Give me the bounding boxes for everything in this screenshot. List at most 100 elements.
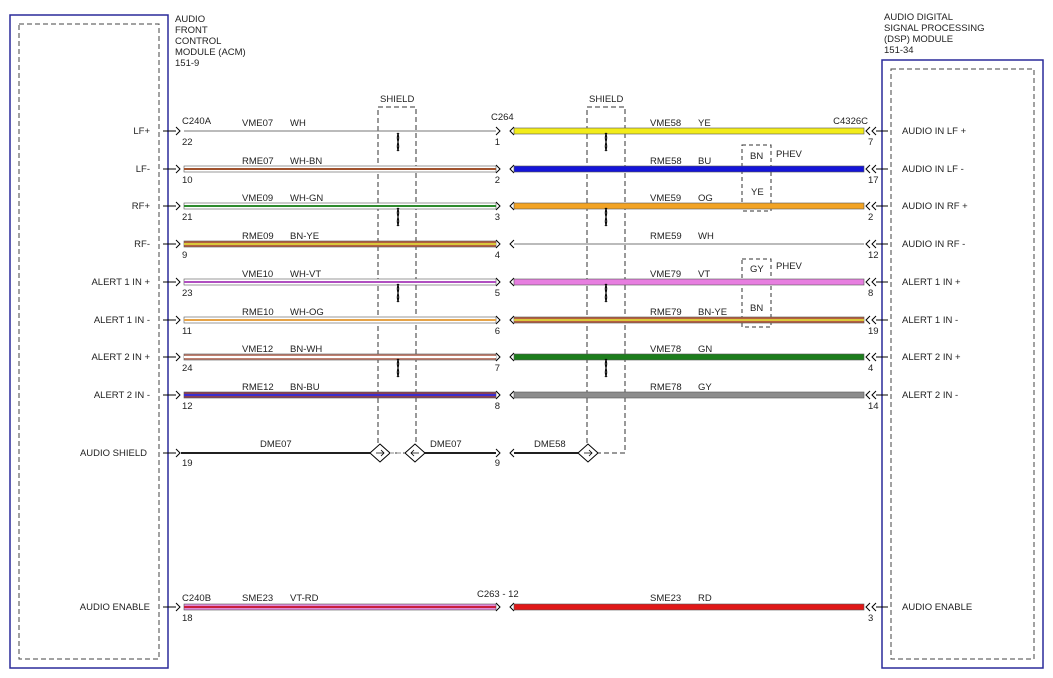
right-circuit-id: VME79: [650, 269, 681, 280]
left-connector-arrow: [175, 277, 181, 287]
enable-right-circuit: SME23: [650, 593, 681, 604]
left-pin-number: 23: [182, 288, 193, 299]
right-wire-color: GN: [698, 344, 712, 355]
right-connector-arrow-2: [871, 201, 877, 211]
shield-inline-pin: 9: [495, 458, 500, 469]
twist-left-b: [396, 283, 400, 303]
left-pin-label: ALERT 2 IN -: [94, 390, 150, 401]
phev-box-2-label: PHEV: [776, 261, 803, 272]
right-module-title-2: SIGNAL PROCESSING: [884, 23, 984, 34]
left-wire-color: WH: [290, 118, 306, 129]
right-wire: [513, 202, 865, 210]
right-wire-color: BU: [698, 156, 711, 167]
left-wire-stripe: [184, 319, 496, 321]
left-wire-color: WH-VT: [290, 269, 321, 280]
left-pin-number: 10: [182, 175, 193, 186]
left-circuit-id: VME12: [242, 344, 273, 355]
left-circuit-id: RME09: [242, 231, 274, 242]
left-circuit-id: VME10: [242, 269, 273, 280]
inline-arrow-left: [495, 352, 501, 362]
left-connector-arrow: [175, 352, 181, 362]
right-connector-arrow-2: [871, 390, 877, 400]
left-circuit-id: RME10: [242, 307, 274, 318]
right-module: AUDIO DIGITAL SIGNAL PROCESSING (DSP) MO…: [833, 12, 1044, 669]
right-connector-label: C4326C: [833, 116, 868, 127]
right-connector-arrow: [865, 352, 871, 362]
shield-left-label: SHIELD: [380, 94, 414, 105]
inline-arrow-left: [495, 201, 501, 211]
right-pin-label: ALERT 1 IN -: [902, 315, 958, 326]
twist-right-b: [604, 207, 608, 227]
left-module-title-5: 151-9: [175, 58, 199, 69]
inline-arrow-left: [495, 126, 501, 136]
right-circuit-id: VME59: [650, 193, 681, 204]
left-wire-stripe: [184, 205, 496, 207]
left-pin-number: 24: [182, 363, 193, 374]
twist-left-b: [396, 132, 400, 152]
inline-arrow-right: [509, 315, 515, 325]
inline-pin-number: 5: [495, 288, 500, 299]
phev-box-1-code-1: BN: [750, 151, 763, 162]
phev-box-1-code-2: YE: [751, 187, 764, 198]
left-wire-stripe: [184, 356, 496, 358]
right-connector-arrow: [865, 201, 871, 211]
left-connector-bottom: C240B: [182, 593, 211, 604]
enable-circuit: AUDIO ENABLE 18 SME23 VT-RD SME23 RD 3 A…: [80, 593, 972, 624]
twist-right-b: [604, 283, 608, 303]
right-wire-color: WH: [698, 231, 714, 242]
left-connector-arrow: [175, 315, 181, 325]
right-pin-number: 17: [868, 175, 879, 186]
shield-pin-label: AUDIO SHIELD: [80, 448, 147, 459]
right-connector-arrow: [865, 126, 871, 136]
inline-arrow-right: [509, 390, 515, 400]
left-connector-arrow: [175, 201, 181, 211]
left-connector-arrow: [175, 390, 181, 400]
right-wire-color: YE: [698, 118, 711, 129]
left-connector-top: C240A: [182, 116, 212, 127]
enable-left-pin: 18: [182, 613, 193, 624]
enable-right-pin: 3: [868, 613, 873, 624]
left-pin-label: ALERT 1 IN -: [94, 315, 150, 326]
right-pin-number: 19: [868, 326, 879, 337]
inline-pin-number: 4: [495, 250, 500, 261]
twist-right-b: [604, 132, 608, 152]
right-connector-arrow: [865, 390, 871, 400]
left-wire-stripe: [184, 168, 496, 170]
shield-left: SHIELD: [377, 94, 417, 454]
right-circuit-id: VME78: [650, 344, 681, 355]
enable-right-pin-label: AUDIO ENABLE: [902, 602, 972, 613]
left-pin-number: 12: [182, 401, 193, 412]
right-connector-arrow: [865, 315, 871, 325]
right-circuit-id: RME79: [650, 307, 682, 318]
right-module-title-4: 151-34: [884, 45, 914, 56]
left-pin-number: 22: [182, 137, 193, 148]
left-pin-label: ALERT 2 IN +: [91, 352, 150, 363]
left-circuit-id: RME12: [242, 382, 274, 393]
shield-left-pin: 19: [182, 458, 193, 469]
enable-right-wire: [513, 603, 865, 611]
right-connector-arrow: [865, 239, 871, 249]
right-pin-label: AUDIO IN RF -: [902, 239, 965, 250]
right-connector-arrow-2: [871, 277, 877, 287]
left-pin-number: 21: [182, 212, 193, 223]
right-circuit-id: RME78: [650, 382, 682, 393]
left-circuit-id: VME07: [242, 118, 273, 129]
phev-box-1: BN YE PHEV: [741, 144, 803, 212]
left-module-title-2: FRONT: [175, 25, 208, 36]
right-circuit-id: VME58: [650, 118, 681, 129]
right-pin-label: AUDIO IN LF -: [902, 164, 964, 175]
right-pin-label: ALERT 1 IN +: [902, 277, 961, 288]
right-wire-color: BN-YE: [698, 307, 727, 318]
left-pin-label: LF-: [136, 164, 150, 175]
right-pin-number: 8: [868, 288, 873, 299]
left-pin-label: RF-: [134, 239, 150, 250]
inline-arrow-right: [509, 164, 515, 174]
right-pin-number: 12: [868, 250, 879, 261]
right-module-title-1: AUDIO DIGITAL: [884, 12, 953, 23]
right-wire: [513, 353, 865, 361]
